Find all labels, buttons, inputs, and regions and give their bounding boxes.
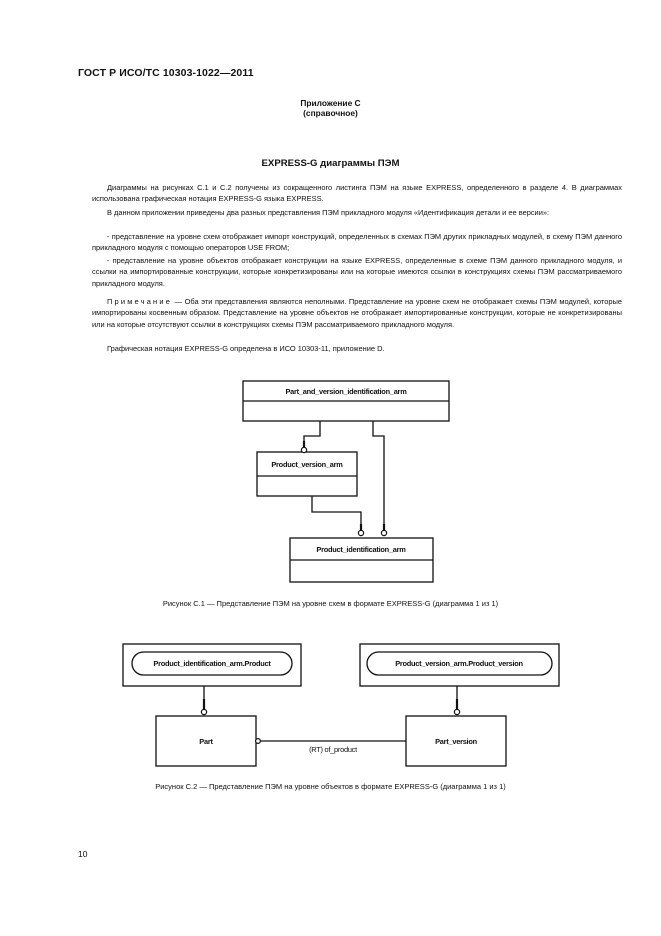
figure2-caption: Рисунок С.2 — Представление ПЭМ на уровн… bbox=[155, 782, 506, 791]
schema-main-label: Part_and_version_identification_arm bbox=[285, 387, 407, 396]
connector-version-to-identification bbox=[311, 496, 362, 530]
reference-version-label: Product_version_arm.Product_version bbox=[395, 659, 523, 668]
paragraph-notation: Графическая нотация EXPRESS-G определена… bbox=[107, 344, 385, 353]
entity-part-version-label: Part_version bbox=[435, 737, 478, 746]
figure1-caption: Рисунок С.1 — Представление ПЭМ на уровн… bbox=[162, 599, 499, 608]
paragraph-note: Примечание — Оба эти представления являю… bbox=[92, 296, 622, 330]
paragraph-intro: Диаграммы на рисунках С.1 и С.2 получены… bbox=[92, 183, 622, 204]
page-number: 10 bbox=[78, 849, 88, 859]
note-label: Примечание bbox=[107, 297, 173, 306]
entity-part-label: Part bbox=[199, 737, 213, 746]
reference-box-product bbox=[122, 643, 302, 687]
paragraph-schema-level: - представление на уровне схем отображае… bbox=[92, 232, 622, 253]
schema-version-label: Product_version_arm bbox=[271, 460, 343, 469]
schema-identification-label: Product_identification_arm bbox=[316, 545, 406, 554]
paragraph-views: В данном приложении приведены два разных… bbox=[107, 208, 550, 217]
section-title: EXPRESS-G диаграммы ПЭМ bbox=[261, 158, 400, 169]
reference-box-version bbox=[359, 643, 560, 687]
reference-product-label: Product_identification_arm.Product bbox=[153, 659, 271, 668]
paragraph-object-level: - представление на уровне объектов отобр… bbox=[92, 256, 622, 288]
annex-title: Приложение С bbox=[300, 98, 361, 108]
document-header: ГОСТ Р ИСО/ТС 10303-1022—2011 bbox=[78, 67, 254, 79]
annex-type: (справочное) bbox=[303, 108, 358, 118]
relation-label: (RT) of_product bbox=[309, 745, 357, 754]
connector-main-to-version bbox=[303, 421, 321, 448]
schema-box-version bbox=[256, 451, 358, 497]
note-text: — Оба эти представления являются неполны… bbox=[92, 297, 622, 329]
connector-main-to-identification bbox=[372, 421, 385, 530]
